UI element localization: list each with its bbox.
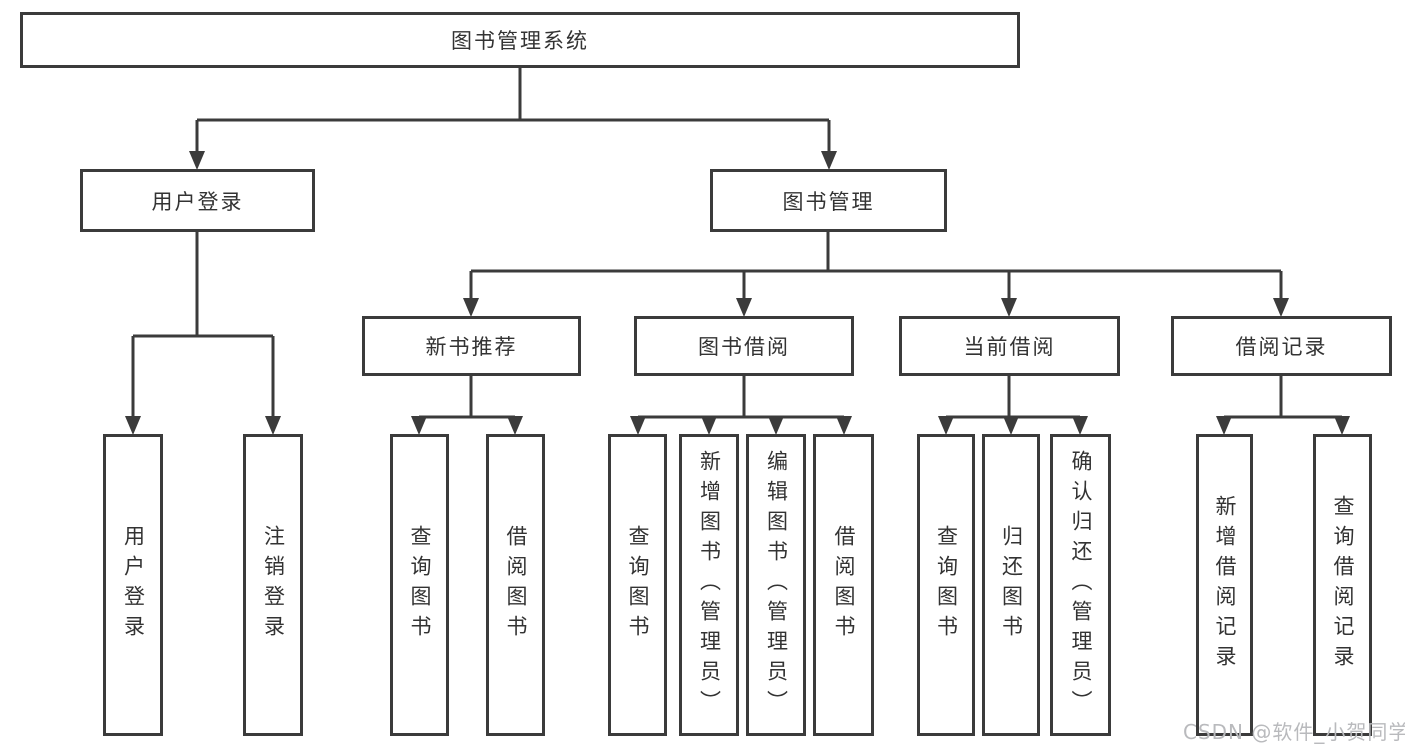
leaf-logout: 注销登录 xyxy=(243,434,303,736)
node-label: 图书管理 xyxy=(782,189,875,214)
leaf-edit-books-admin: 编辑图书（管理员） xyxy=(746,434,806,736)
node-label: 当前借阅 xyxy=(963,335,1056,359)
node-label: 图书借阅 xyxy=(698,335,790,359)
leaf-label: 借阅图书 xyxy=(504,525,528,645)
leaf-label: 新增图书（管理员） xyxy=(697,450,722,720)
node-book-borrow: 图书借阅 xyxy=(634,316,854,376)
node-new-book-recommend: 新书推荐 xyxy=(362,316,581,376)
leaf-label: 确认归还（管理员） xyxy=(1069,450,1093,720)
leaf-query-books-recommend: 查询图书 xyxy=(390,434,449,736)
node-user-login: 用户登录 xyxy=(80,169,315,232)
leaf-add-books-admin: 新增图书（管理员） xyxy=(679,434,739,736)
leaf-label: 编辑图书（管理员） xyxy=(764,450,789,720)
leaf-query-borrow-record: 查询借阅记录 xyxy=(1313,434,1372,736)
node-label: 图书管理系统 xyxy=(451,29,589,53)
node-label: 借阅记录 xyxy=(1235,335,1328,359)
leaf-add-borrow-record: 新增借阅记录 xyxy=(1196,434,1253,736)
node-borrow-record: 借阅记录 xyxy=(1171,316,1392,376)
leaf-label: 注销登录 xyxy=(261,525,286,645)
leaf-confirm-return-admin: 确认归还（管理员） xyxy=(1050,434,1111,736)
leaf-label: 查询图书 xyxy=(408,525,432,645)
leaf-return-books: 归还图书 xyxy=(982,434,1040,736)
node-current-borrow: 当前借阅 xyxy=(899,316,1120,376)
leaf-label: 查询借阅记录 xyxy=(1331,495,1355,675)
leaf-query-books-borrow: 查询图书 xyxy=(608,434,667,736)
leaf-label: 借阅图书 xyxy=(832,525,856,645)
leaf-user-login: 用户登录 xyxy=(103,434,163,736)
leaf-label: 查询图书 xyxy=(626,525,650,645)
node-label: 用户登录 xyxy=(151,189,244,214)
leaf-borrow-books-recommend: 借阅图书 xyxy=(486,434,545,736)
node-book-management: 图书管理 xyxy=(710,169,947,232)
leaf-label: 用户登录 xyxy=(121,525,146,645)
leaf-query-books-current: 查询图书 xyxy=(917,434,975,736)
node-library-management-system: 图书管理系统 xyxy=(20,12,1020,68)
leaf-borrow-books: 借阅图书 xyxy=(813,434,874,736)
leaf-label: 新增借阅记录 xyxy=(1213,495,1237,675)
watermark: CSDN @软件_小贺同学 xyxy=(1183,720,1405,744)
node-label: 新书推荐 xyxy=(425,335,518,359)
leaf-label: 归还图书 xyxy=(999,525,1024,645)
leaf-label: 查询图书 xyxy=(934,525,959,645)
